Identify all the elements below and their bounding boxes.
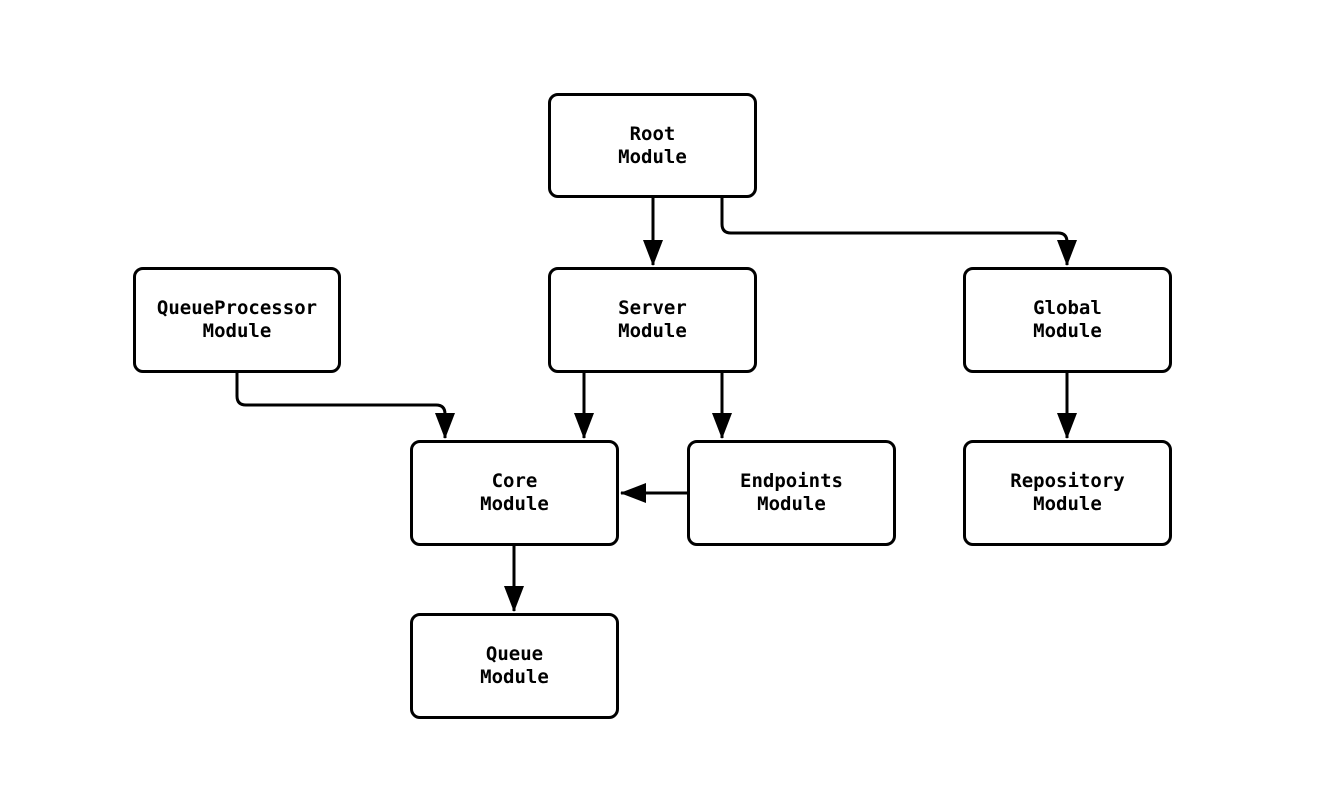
node-label: Global Module bbox=[1033, 297, 1102, 342]
edge-queueprocessor-module-to-core-module bbox=[235, 373, 455, 439]
edge-root-module-to-global-module bbox=[720, 198, 1077, 266]
node-label: Server Module bbox=[618, 297, 687, 342]
node-server-module: Server Module bbox=[548, 267, 757, 373]
node-label: Endpoints Module bbox=[740, 470, 843, 515]
node-label: Root Module bbox=[618, 122, 687, 168]
node-queueprocessor-module: QueueProcessor Module bbox=[133, 267, 341, 373]
node-root-module: Root Module bbox=[548, 93, 757, 198]
node-label: Repository Module bbox=[1010, 470, 1125, 515]
node-global-module: Global Module bbox=[963, 267, 1172, 373]
node-repository-module: Repository Module bbox=[963, 440, 1172, 546]
node-core-module: Core Module bbox=[410, 440, 619, 546]
node-endpoints-module: Endpoints Module bbox=[687, 440, 896, 546]
node-label: Queue Module bbox=[480, 643, 549, 688]
node-label: Core Module bbox=[480, 470, 549, 515]
edge-group bbox=[235, 198, 1077, 612]
node-label: QueueProcessor Module bbox=[156, 297, 318, 342]
node-queue-module: Queue Module bbox=[410, 613, 619, 719]
